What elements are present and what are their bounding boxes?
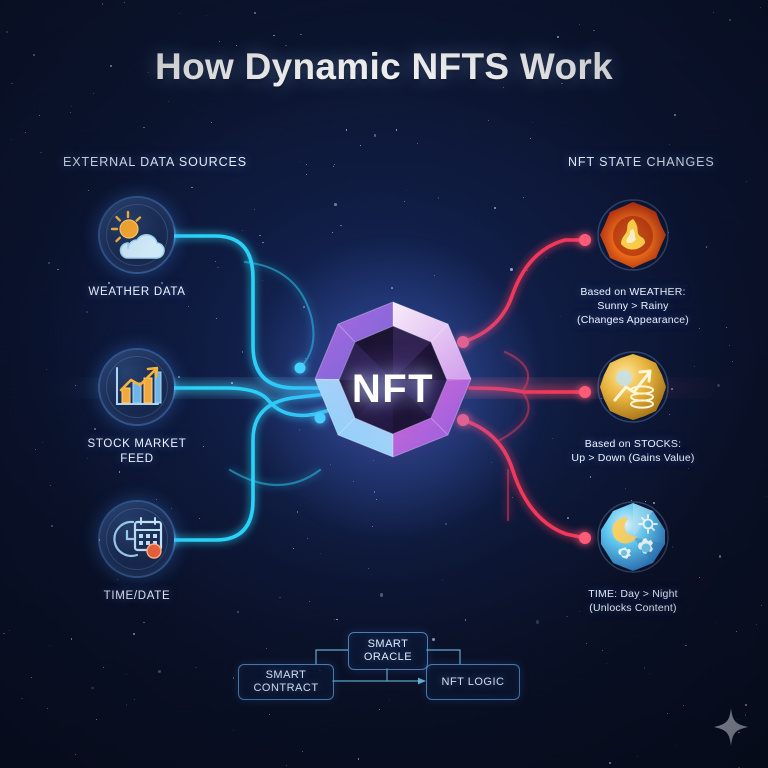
time-state-badge[interactable] [596,500,670,574]
input-node-label: WEATHER DATA [88,286,186,298]
four-point-star-icon [714,708,748,746]
sun-cloud-icon [110,210,165,259]
weather-state-badge[interactable] [596,198,670,272]
output-node-weather[interactable]: Based on WEATHER: Sunny > Rainy (Changes… [558,198,708,327]
flow-box-smart-contract[interactable]: SMART CONTRACT [238,664,334,700]
moon-gears-icon [597,501,669,573]
central-nft-gem[interactable]: NFT [238,234,548,544]
output-node-label: TIME: Day > Night (Unlocks Content) [588,588,678,614]
weather-data-badge[interactable] [100,198,174,272]
output-node-label: Based on STOCKS: Up > Down (Gains Value) [571,438,695,464]
clock-calendar-icon [113,517,163,559]
flow-box-smart-oracle[interactable]: SMART ORACLE [348,632,428,670]
right-column-label: NFT STATE CHANGES [568,155,715,169]
bar-chart-trend-icon [116,366,162,405]
output-node-label: Based on WEATHER: Sunny > Rainy (Changes… [577,286,689,326]
left-column-label: EXTERNAL DATA SOURCES [63,155,247,169]
nft-polygon-icon [314,301,472,458]
flow-box-nft-logic[interactable]: NFT LOGIC [426,664,520,700]
gold-coin-chart-icon [597,351,669,423]
input-node-label: STOCK MARKET FEED [87,438,187,465]
input-node-stocks[interactable]: STOCK MARKET FEED [62,350,212,467]
stocks-state-badge[interactable] [596,350,670,424]
output-node-stocks[interactable]: Based on STOCKS: Up > Down (Gains Value) [558,350,708,465]
input-node-weather[interactable]: WEATHER DATA [62,198,212,300]
page-title: How Dynamic NFTS Work [155,46,613,87]
input-node-time[interactable]: TIME/DATE [62,502,212,604]
input-node-label: TIME/DATE [103,590,171,602]
stock-market-badge[interactable] [100,350,174,424]
architecture-flow-diagram: SMART CONTRACT SMART ORACLE NFT LOGIC [238,632,538,712]
time-date-badge[interactable] [100,502,174,576]
output-node-time[interactable]: TIME: Day > Night (Unlocks Content) [558,500,708,615]
flame-badge-icon [597,199,669,271]
